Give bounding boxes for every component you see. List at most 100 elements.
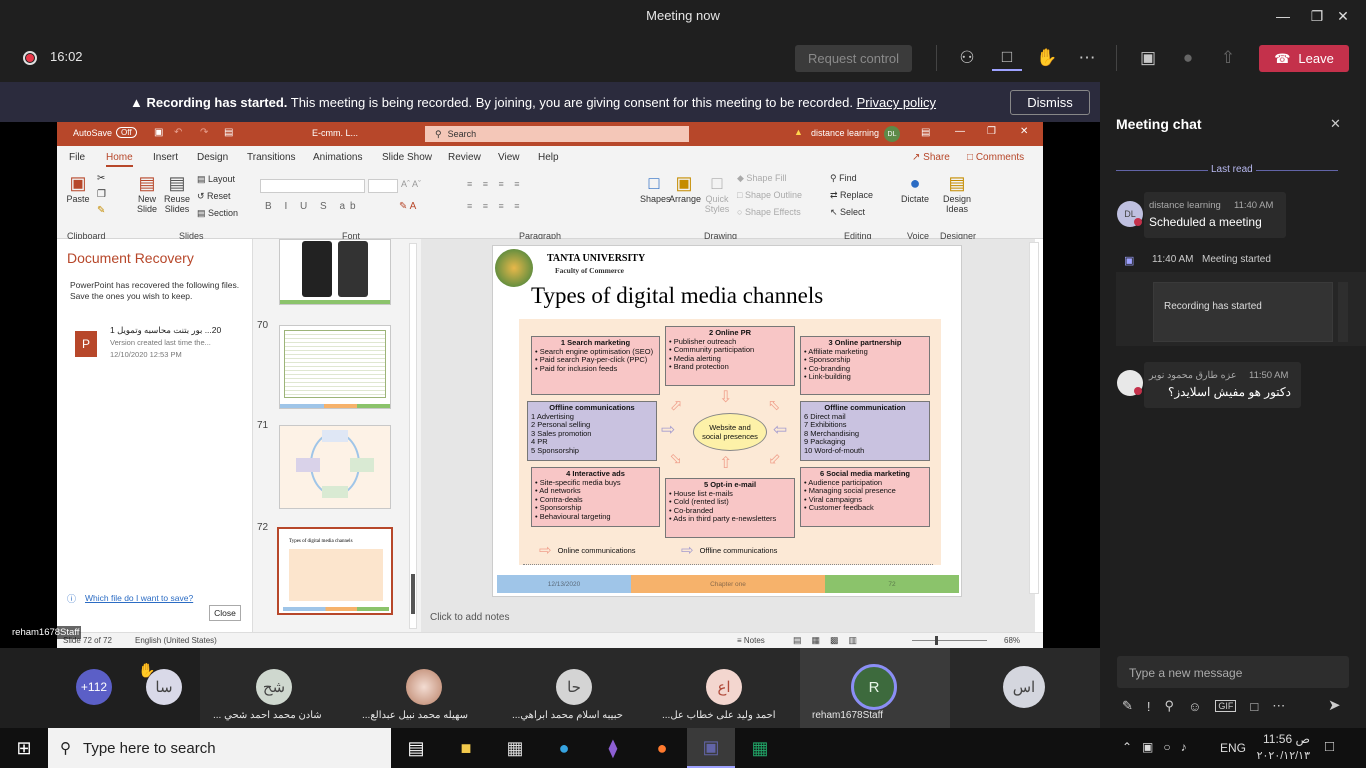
comments-button[interactable]: □ Comments — [967, 152, 1025, 163]
view-buttons[interactable]: ▤▦▩▥ — [793, 635, 868, 645]
maximize-button[interactable]: ❐ — [1310, 7, 1324, 24]
firefox-icon[interactable]: ● — [656, 737, 668, 758]
slide-thumbnail[interactable] — [279, 239, 391, 305]
leave-button[interactable]: ☎ Leave — [1259, 45, 1349, 72]
participant-avatar[interactable]: شح — [256, 669, 292, 705]
quick-styles-button[interactable]: □Quick Styles — [704, 173, 730, 214]
share-screen-icon[interactable]: ⇧ — [1220, 48, 1236, 67]
shape-effects-button[interactable]: ○ Shape Effects — [737, 207, 801, 217]
more-participants-badge[interactable]: +112 — [76, 669, 112, 705]
zoom-slider-thumb[interactable] — [935, 636, 938, 645]
shape-outline-button[interactable]: □ Shape Outline — [737, 190, 802, 200]
ppt-close-button[interactable]: ✕ — [1020, 126, 1029, 137]
tab-home[interactable]: Home — [106, 152, 133, 167]
send-icon[interactable]: ➤ — [1328, 697, 1341, 714]
arrange-button[interactable]: ▣Arrange — [669, 173, 701, 204]
participants-icon[interactable]: ⚇ — [959, 48, 975, 67]
list-buttons[interactable]: ≡ ≡ ≡ ≡ — [467, 179, 524, 189]
chat-input[interactable]: Type a new message — [1117, 656, 1349, 688]
cut-icon[interactable]: ✂ — [97, 173, 106, 184]
privacy-policy-link[interactable]: Privacy policy — [856, 95, 937, 110]
select-button[interactable]: ↖ Select — [830, 207, 866, 217]
close-chat-button[interactable]: ✕ — [1330, 116, 1341, 131]
format-painter-icon[interactable]: ✎ — [97, 205, 106, 216]
account-avatar[interactable]: DL — [884, 126, 900, 142]
request-control-button[interactable]: Request control — [795, 45, 912, 72]
clock-time[interactable]: 11:56 ص — [1263, 732, 1310, 746]
share-button[interactable]: ↗ Share — [912, 152, 950, 163]
design-ideas-button[interactable]: ▤Design Ideas — [941, 173, 973, 214]
font-size-controls[interactable]: Aˆ Aˇ — [401, 179, 422, 189]
ppt-minimize-button[interactable]: — — [955, 126, 965, 137]
scrollbar-thumb[interactable] — [411, 574, 415, 614]
reset-button[interactable]: ↺ Reset — [197, 191, 231, 201]
windows-start-icon[interactable]: ⊞ — [16, 737, 32, 758]
participant-avatar[interactable]: اع — [706, 669, 742, 705]
find-button[interactable]: ⚲ Find — [830, 173, 857, 183]
ppt-search[interactable]: ⚲ Search — [425, 126, 689, 142]
autosave-toggle[interactable]: AutoSave Off — [73, 127, 137, 138]
undo-icon[interactable]: ↶ — [174, 127, 183, 138]
recovery-close-button[interactable]: Close — [209, 605, 241, 621]
zoom-level[interactable]: 68% — [1004, 636, 1021, 645]
align-buttons[interactable]: ≡ ≡ ≡ ≡ — [467, 201, 524, 211]
save-icon[interactable]: ▣ — [154, 127, 164, 138]
tab-slide-show[interactable]: Slide Show — [382, 152, 433, 163]
section-button[interactable]: ▤ Section — [197, 208, 239, 218]
paste-button[interactable]: ▣Paste — [65, 173, 91, 204]
thumbnails-scrollbar[interactable] — [409, 243, 417, 629]
participant-photo[interactable] — [406, 669, 442, 705]
account-name[interactable]: distance learning — [811, 128, 880, 138]
which-file-link[interactable]: Which file do I want to save? — [85, 593, 194, 603]
slide-scrollbar[interactable] — [1029, 242, 1039, 594]
raise-hand-icon[interactable]: ✋ — [1036, 48, 1058, 67]
slide-thumbnail[interactable] — [279, 325, 391, 409]
zoom-slider[interactable] — [912, 640, 987, 641]
slide-thumbnail[interactable] — [279, 425, 391, 509]
language-indicator[interactable]: English (United States) — [135, 636, 217, 645]
format-icon[interactable]: ✎ — [1122, 698, 1133, 713]
ppt-maximize-button[interactable]: ❐ — [987, 126, 996, 137]
shape-fill-button[interactable]: ◆ Shape Fill — [737, 173, 787, 183]
more-icon[interactable]: ⋯ — [1272, 698, 1286, 713]
participant-avatar[interactable]: اس — [1003, 666, 1045, 708]
gif-icon[interactable]: GIF — [1215, 700, 1237, 712]
dismiss-button[interactable]: Dismiss — [1010, 90, 1090, 115]
microphone-icon[interactable]: ● — [1182, 48, 1194, 67]
emoji-icon[interactable]: ☺ — [1188, 698, 1202, 714]
copy-icon[interactable]: ❐ — [97, 189, 106, 200]
visual-studio-icon[interactable]: ⧫ — [608, 737, 618, 758]
present-icon[interactable]: ▤ — [224, 127, 234, 138]
clock-date[interactable]: ٢٠٢٠/١٢/١٣ — [1256, 750, 1310, 762]
tab-file[interactable]: File — [69, 152, 86, 163]
file-explorer-icon[interactable]: ■ — [460, 737, 472, 758]
excel-icon[interactable]: ▦ — [751, 737, 769, 758]
participant-avatar-speaking[interactable]: R — [851, 664, 897, 710]
important-icon[interactable]: ! — [1146, 698, 1151, 714]
tab-animations[interactable]: Animations — [313, 152, 363, 163]
edge-icon[interactable]: ● — [558, 737, 570, 758]
font-family-select[interactable] — [260, 179, 365, 193]
dictate-button[interactable]: ●Dictate — [900, 173, 930, 204]
camera-off-icon[interactable]: ▣ — [1139, 48, 1157, 67]
new-slide-button[interactable]: ▤New Slide — [135, 173, 159, 214]
participant-avatar[interactable]: سا — [146, 669, 182, 705]
file-name[interactable]: E-cmm. L... — [312, 128, 359, 138]
more-options-icon[interactable]: ⋯ — [1078, 48, 1096, 67]
notes-button[interactable]: ≡ Notes — [737, 636, 765, 645]
shapes-button[interactable]: □Shapes — [640, 173, 671, 204]
store-icon[interactable]: ▦ — [506, 737, 524, 758]
sticker-icon[interactable]: □ — [1250, 698, 1259, 714]
font-size-select[interactable] — [368, 179, 398, 193]
attach-icon[interactable]: ⚲ — [1164, 698, 1175, 713]
task-view-icon[interactable]: ▤ — [407, 737, 425, 758]
tab-help[interactable]: Help — [538, 152, 559, 163]
font-color-icon[interactable]: ✎ A — [399, 201, 417, 212]
chat-icon[interactable]: □ — [992, 45, 1022, 71]
input-language[interactable]: ENG — [1220, 741, 1247, 755]
slide-thumbnail-selected[interactable]: Types of digital media channels — [277, 527, 393, 615]
font-style-buttons[interactable]: B I U S ab — [265, 201, 361, 212]
taskbar-search[interactable]: ⚲ Type here to search — [48, 728, 391, 768]
tab-transitions[interactable]: Transitions — [247, 152, 296, 163]
notifications-icon[interactable]: □ — [1325, 738, 1335, 755]
